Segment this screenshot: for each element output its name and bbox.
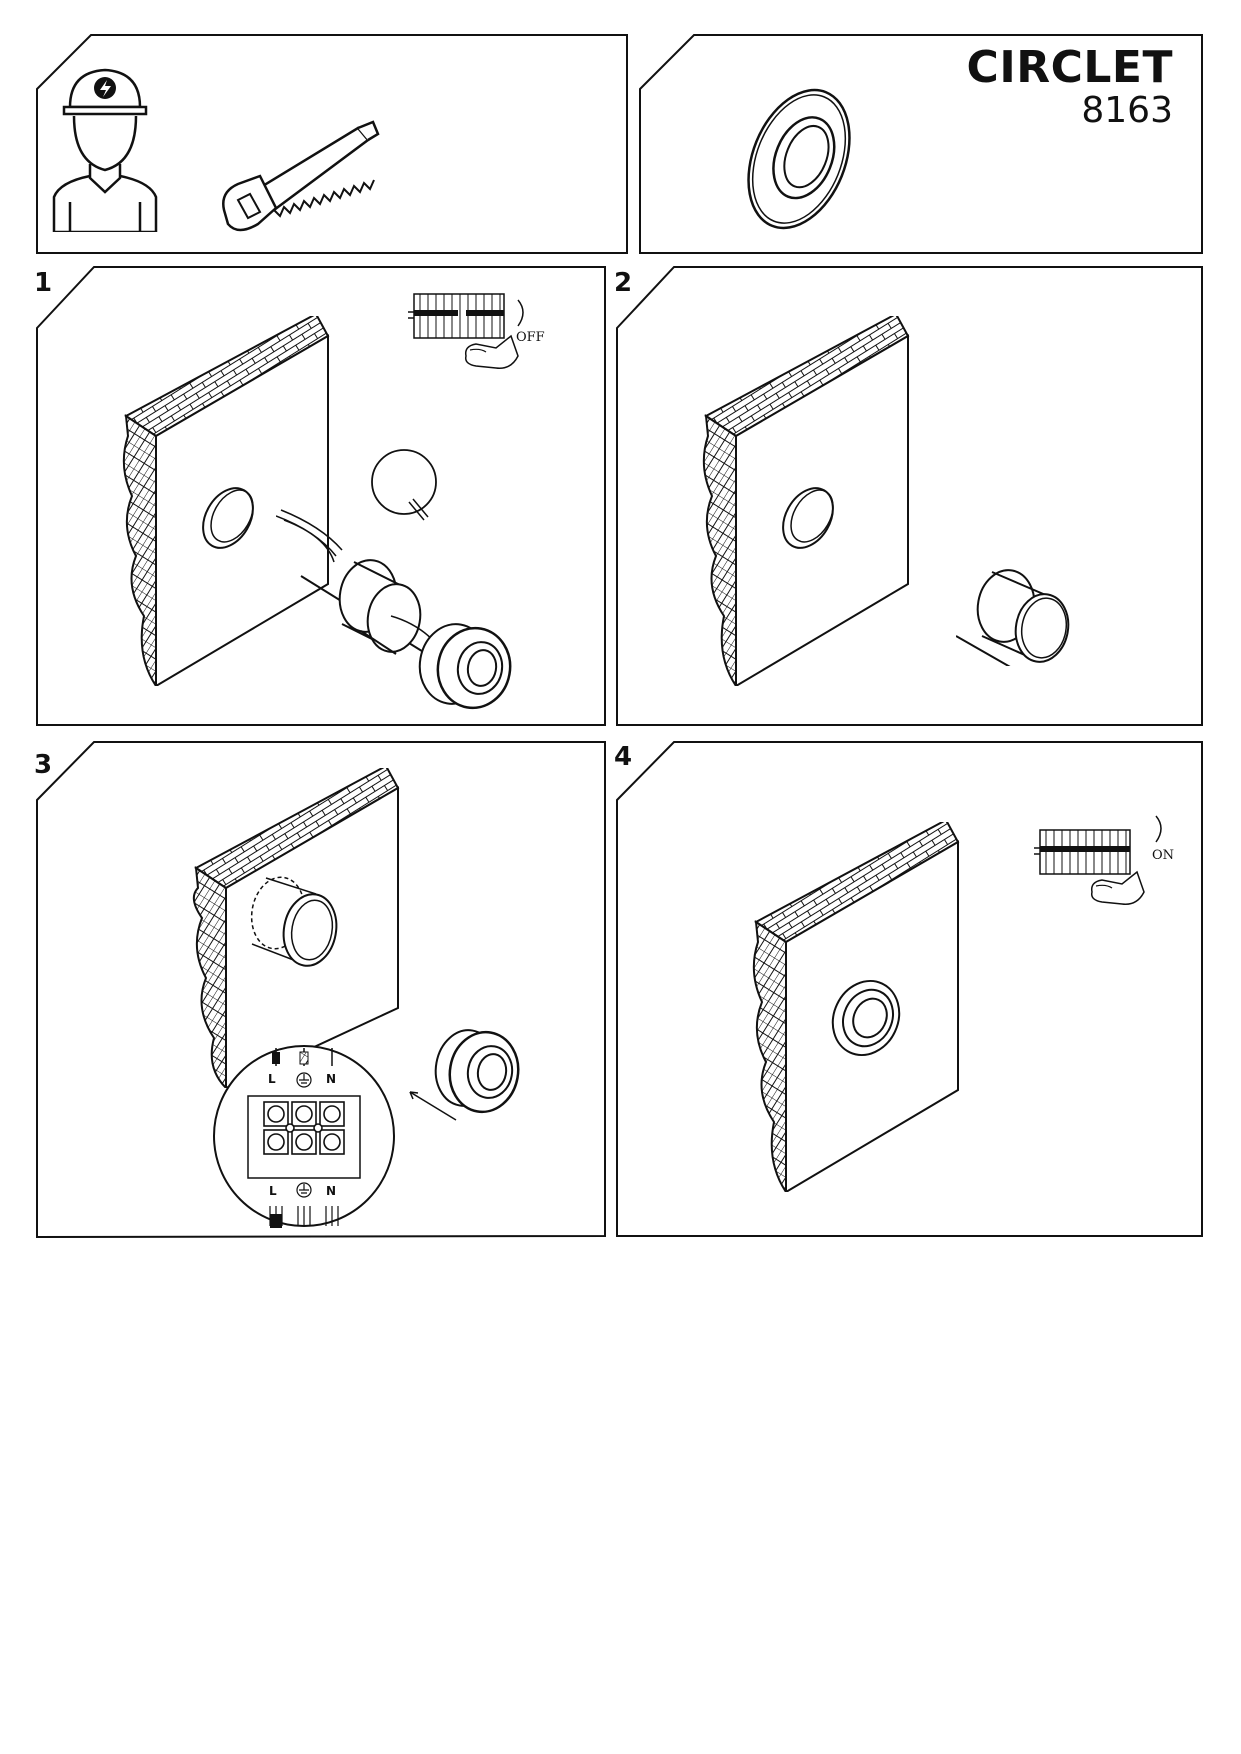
hand-pressing-icon <box>464 334 519 369</box>
cut-hole-icon <box>371 449 437 521</box>
hand-saw-icon <box>222 120 380 232</box>
switch-state-label: OFF <box>516 330 545 345</box>
fixture-assembly-icon <box>276 509 512 710</box>
switch-state-label: ON <box>1152 848 1175 863</box>
brick-wall-icon <box>702 316 910 686</box>
terminal-neutral-label-bottom: N <box>326 1184 337 1198</box>
brick-wall-icon <box>752 822 960 1192</box>
step-number: 3 <box>34 750 53 780</box>
terminal-neutral-label-top: N <box>326 1072 337 1086</box>
product-name: CIRCLET <box>966 42 1173 93</box>
sleeve-icon <box>956 569 1070 666</box>
round-downlight-icon <box>747 88 851 230</box>
terminal-line-label-bottom: L <box>269 1184 277 1198</box>
circuit-breaker-icon <box>408 293 505 339</box>
step-3-panel: 3 <box>34 738 606 1238</box>
product-panel: CIRCLET 8163 <box>639 34 1203 254</box>
circuit-breaker-icon <box>1034 829 1131 875</box>
product-code: 8163 <box>1081 90 1173 131</box>
round-downlight-icon <box>409 1029 520 1121</box>
terminal-line-label-top: L <box>268 1072 276 1086</box>
brick-wall-icon <box>192 768 400 1088</box>
step-number: 2 <box>614 268 633 298</box>
step-1-panel: 1 OFF <box>34 266 606 726</box>
hand-pressing-icon <box>1090 870 1145 905</box>
step-number: 1 <box>34 268 53 298</box>
brick-wall-icon <box>122 316 330 686</box>
step-2-panel: 2 <box>614 266 1203 726</box>
electrician-icon <box>52 68 158 232</box>
terminal-block-detail <box>213 1045 395 1228</box>
step-4-panel: 4 ON <box>614 738 1203 1238</box>
safety-panel <box>36 34 628 254</box>
step-number: 4 <box>614 742 633 772</box>
ground-symbol-icon <box>296 1072 312 1198</box>
